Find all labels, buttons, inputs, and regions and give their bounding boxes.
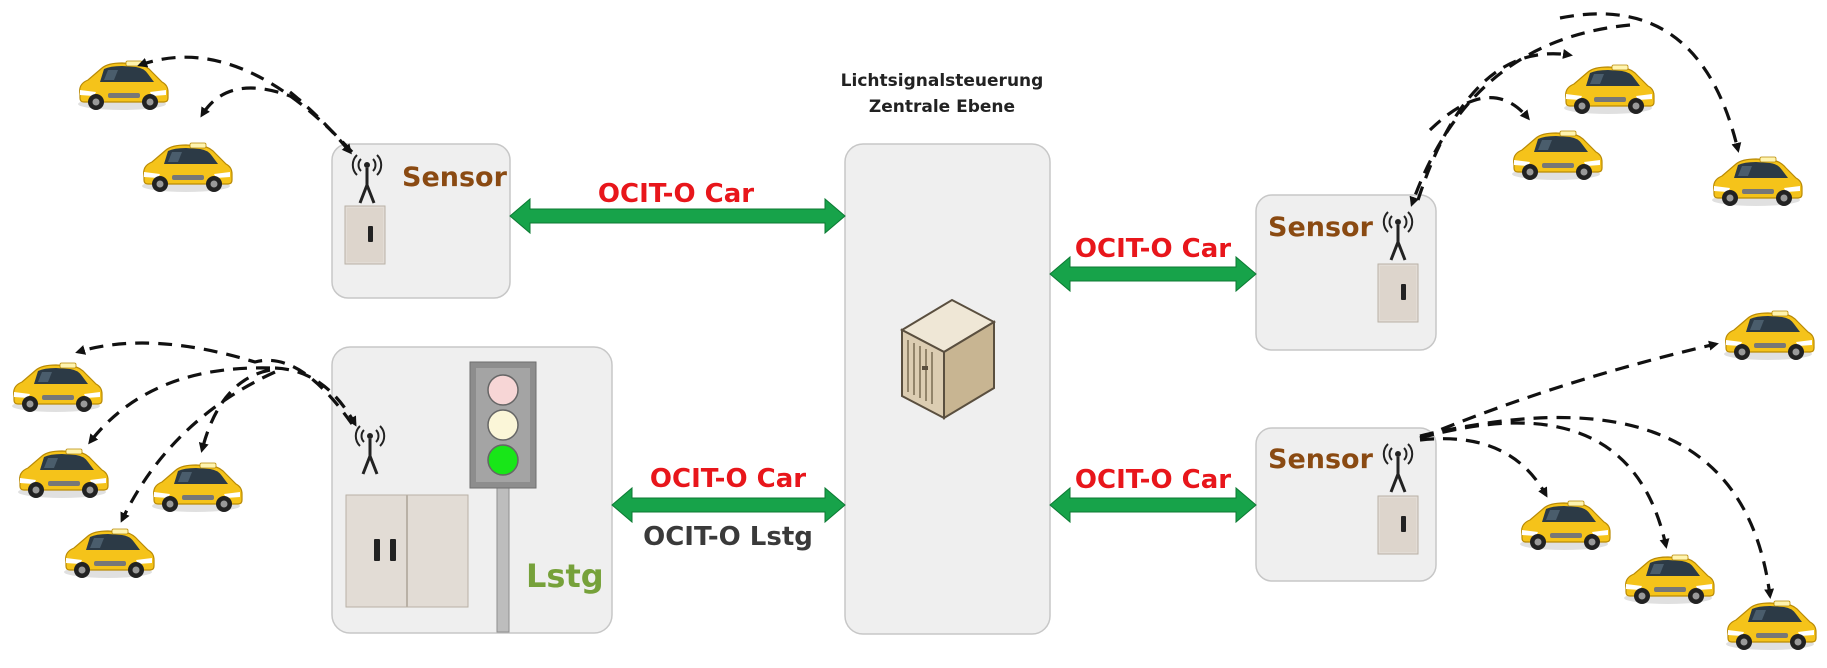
wireless-arrow: [1409, 23, 1631, 207]
car-icon: [1519, 500, 1611, 551]
car-icon: [1511, 130, 1603, 181]
wireless-arrow: [1428, 96, 1530, 132]
central-title-line2: Zentrale Ebene: [869, 97, 1015, 117]
wireless-links: [75, 12, 1775, 599]
link-label-right-bottom: OCIT-O Car: [1075, 465, 1231, 495]
lstg-label: Lstg: [526, 557, 604, 595]
link-arrow-top-left: [509, 197, 846, 235]
car-icon: [1725, 600, 1817, 651]
wireless-arrow: [200, 86, 301, 118]
link-arrow-right-bottom: [1049, 486, 1257, 524]
link-arrow-bottom-left: [611, 486, 846, 524]
link-arrow-right-top: [1049, 255, 1257, 293]
car-icon: [1723, 310, 1815, 361]
traffic-light-icon: [469, 361, 537, 633]
link-label-top-left: OCIT-O Car: [598, 179, 754, 209]
sensor-label-top-left: Sensor: [402, 162, 508, 193]
car-icon: [151, 462, 243, 513]
central-title-line1: Lichtsignalsteuerung: [841, 71, 1044, 91]
car-icon: [63, 528, 155, 579]
car-icon: [17, 448, 109, 499]
link-label-right-top: OCIT-O Car: [1075, 234, 1231, 264]
wireless-arrow: [120, 370, 276, 523]
wireless-arrow: [1559, 12, 1742, 153]
car-icon: [1563, 64, 1655, 115]
link-label-bottom-left-primary: OCIT-O Car: [650, 464, 806, 494]
wireless-arrow: [1419, 415, 1775, 599]
car-icon: [141, 142, 233, 193]
cabinet-icon: [1377, 495, 1419, 555]
server-icon: [899, 298, 997, 420]
car-icon: [11, 362, 103, 413]
sensor-label-right-bottom: Sensor: [1268, 444, 1374, 475]
wireless-arrow: [198, 368, 271, 453]
wireless-arrow: [274, 366, 357, 427]
large-cabinet-icon: [345, 494, 469, 608]
wireless-arrow: [1419, 437, 1548, 498]
link-label-bottom-left-secondary: OCIT-O Lstg: [643, 522, 813, 552]
wireless-arrow: [288, 90, 352, 155]
car-icon: [1711, 156, 1803, 207]
cabinet-icon: [1377, 263, 1419, 323]
cabinet-icon: [344, 205, 386, 265]
sensor-label-right-top: Sensor: [1268, 212, 1374, 243]
car-icon: [77, 60, 169, 111]
wireless-arrow: [88, 366, 271, 445]
wireless-arrow: [1419, 340, 1719, 440]
car-icon: [1623, 554, 1715, 605]
wireless-arrow: [137, 55, 354, 154]
wireless-arrow: [75, 341, 354, 425]
